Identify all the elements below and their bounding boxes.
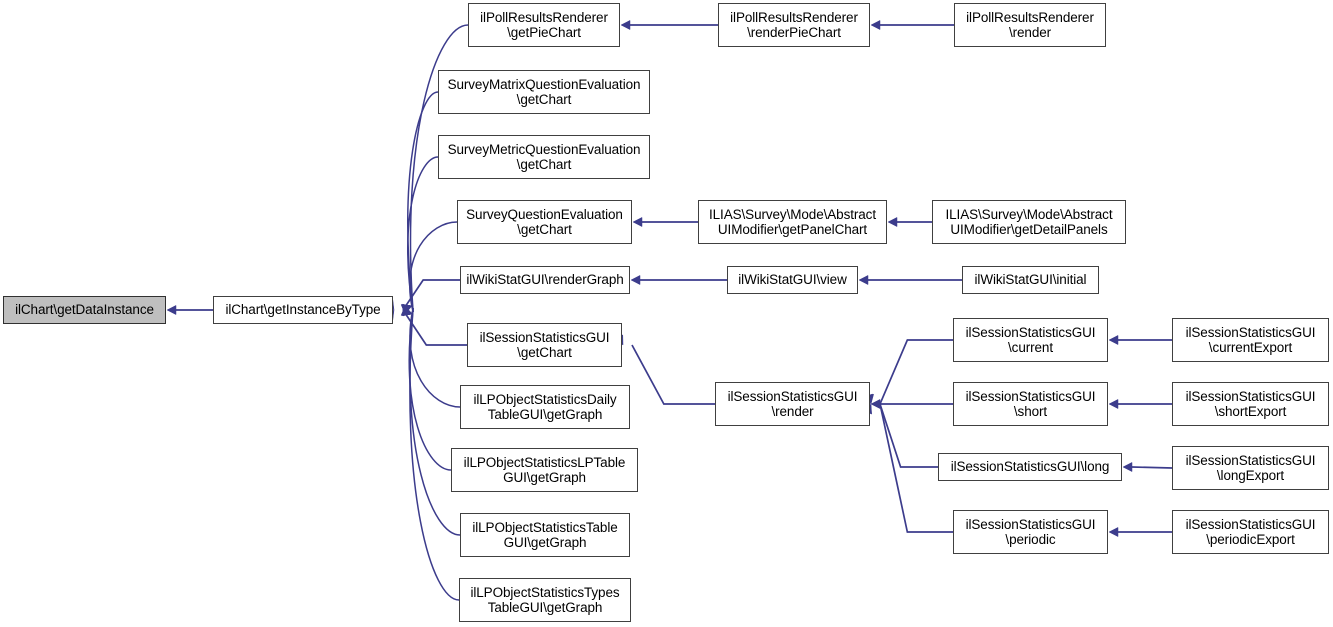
graph-node[interactable]: ilSessionStatisticsGUI \current bbox=[953, 318, 1108, 362]
graph-node-label: ilSessionStatisticsGUI \currentExport bbox=[1185, 324, 1316, 356]
graph-node-label: ilSessionStatisticsGUI \getChart bbox=[479, 329, 610, 361]
graph-node[interactable]: ilSessionStatisticsGUI \currentExport bbox=[1172, 318, 1329, 362]
graph-node[interactable]: ilSessionStatisticsGUI \periodicExport bbox=[1172, 510, 1329, 554]
graph-node[interactable]: ilChart\getDataInstance bbox=[3, 296, 166, 324]
graph-node-label: ILIAS\Survey\Mode\Abstract UIModifier\ge… bbox=[709, 206, 876, 238]
graph-node[interactable]: ilSessionStatisticsGUI \shortExport bbox=[1172, 382, 1329, 426]
graph-node-label: ilSessionStatisticsGUI\long bbox=[950, 459, 1110, 475]
graph-node-label: ilSessionStatisticsGUI \longExport bbox=[1185, 452, 1316, 484]
graph-node-label: ilSessionStatisticsGUI \current bbox=[965, 324, 1096, 356]
graph-node[interactable]: ilSessionStatisticsGUI \longExport bbox=[1172, 446, 1329, 490]
graph-node[interactable]: ILIAS\Survey\Mode\Abstract UIModifier\ge… bbox=[932, 200, 1126, 244]
graph-node[interactable]: ilWikiStatGUI\renderGraph bbox=[460, 266, 630, 294]
graph-node[interactable]: ilPollResultsRenderer \renderPieChart bbox=[718, 3, 870, 47]
graph-node[interactable]: ilLPObjectStatisticsTypes TableGUI\getGr… bbox=[459, 578, 631, 622]
graph-node-label: ilSessionStatisticsGUI \render bbox=[727, 388, 858, 420]
graph-node-label: ilChart\getDataInstance bbox=[15, 302, 154, 318]
graph-node-label: ilPollResultsRenderer \render bbox=[966, 9, 1094, 41]
graph-node[interactable]: ilSessionStatisticsGUI \short bbox=[953, 382, 1108, 426]
graph-node[interactable]: ILIAS\Survey\Mode\Abstract UIModifier\ge… bbox=[698, 200, 887, 244]
graph-node[interactable]: ilWikiStatGUI\initial bbox=[962, 266, 1099, 294]
graph-node-label: ilPollResultsRenderer \getPieChart bbox=[480, 9, 608, 41]
graph-node-label: ilSessionStatisticsGUI \periodic bbox=[965, 516, 1096, 548]
graph-node[interactable]: ilChart\getInstanceByType bbox=[213, 296, 393, 324]
graph-node[interactable]: ilLPObjectStatisticsTable GUI\getGraph bbox=[460, 513, 630, 557]
graph-node[interactable]: SurveyQuestionEvaluation \getChart bbox=[457, 200, 632, 244]
graph-node-label: ILIAS\Survey\Mode\Abstract UIModifier\ge… bbox=[945, 206, 1113, 238]
graph-node[interactable]: SurveyMetricQuestionEvaluation \getChart bbox=[438, 135, 650, 179]
graph-node[interactable]: ilLPObjectStatisticsDaily TableGUI\getGr… bbox=[460, 385, 630, 429]
graph-node-label: ilWikiStatGUI\view bbox=[738, 272, 847, 288]
graph-node-label: ilLPObjectStatisticsTypes TableGUI\getGr… bbox=[470, 584, 620, 616]
graph-node-label: ilSessionStatisticsGUI \shortExport bbox=[1185, 388, 1316, 420]
graph-node[interactable]: ilWikiStatGUI\view bbox=[727, 266, 858, 294]
graph-node-label: SurveyQuestionEvaluation \getChart bbox=[466, 206, 623, 238]
graph-node-label: ilLPObjectStatisticsDaily TableGUI\getGr… bbox=[473, 391, 617, 423]
graph-node[interactable]: ilSessionStatisticsGUI\long bbox=[938, 453, 1122, 481]
graph-node-label: ilLPObjectStatisticsLPTable GUI\getGraph bbox=[463, 454, 626, 486]
graph-node[interactable]: SurveyMatrixQuestionEvaluation \getChart bbox=[438, 70, 650, 114]
graph-node-label: ilWikiStatGUI\renderGraph bbox=[466, 272, 624, 288]
graph-node-label: SurveyMatrixQuestionEvaluation \getChart bbox=[447, 76, 641, 108]
graph-node[interactable]: ilSessionStatisticsGUI \getChart bbox=[467, 323, 622, 367]
graph-node[interactable]: ilLPObjectStatisticsLPTable GUI\getGraph bbox=[451, 448, 638, 492]
graph-node[interactable]: ilSessionStatisticsGUI \periodic bbox=[953, 510, 1108, 554]
graph-node-label: ilSessionStatisticsGUI \short bbox=[965, 388, 1096, 420]
graph-node-label: ilLPObjectStatisticsTable GUI\getGraph bbox=[472, 519, 618, 551]
graph-node-label: ilSessionStatisticsGUI \periodicExport bbox=[1185, 516, 1316, 548]
graph-node-label: ilPollResultsRenderer \renderPieChart bbox=[730, 9, 858, 41]
graph-node-label: ilWikiStatGUI\initial bbox=[974, 272, 1087, 288]
graph-node[interactable]: ilPollResultsRenderer \render bbox=[954, 3, 1106, 47]
graph-node[interactable]: ilPollResultsRenderer \getPieChart bbox=[468, 3, 620, 47]
graph-node-label: ilChart\getInstanceByType bbox=[225, 302, 381, 318]
graph-node-label: SurveyMetricQuestionEvaluation \getChart bbox=[447, 141, 641, 173]
graph-node[interactable]: ilSessionStatisticsGUI \render bbox=[715, 382, 870, 426]
